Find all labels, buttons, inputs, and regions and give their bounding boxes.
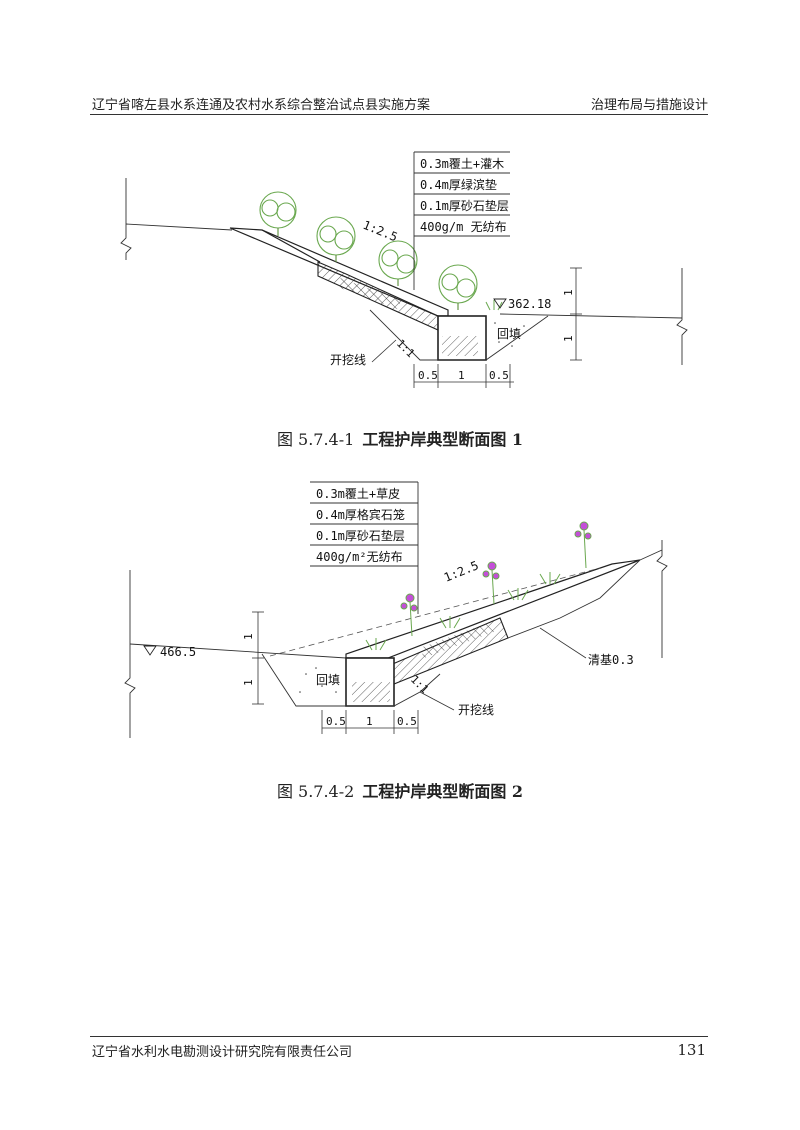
elevation-label: 362.18 bbox=[508, 297, 551, 311]
flower-icon bbox=[400, 593, 418, 637]
figure-2: 回填 0.3m覆土+草皮 0.4m厚格宾石笼 0.1m厚砂石垫层 400g/m²… bbox=[0, 478, 800, 748]
flower-icon bbox=[482, 561, 500, 605]
figure-2-caption: 图 5.7.4-2 工程护岸典型断面图 2 bbox=[0, 778, 800, 802]
ground-line-left bbox=[125, 223, 233, 231]
figure-1-number: 图 5.7.4-1 bbox=[276, 430, 355, 449]
elevation-label: 466.5 bbox=[160, 645, 196, 659]
flower-icon bbox=[574, 521, 592, 569]
excavation-leader bbox=[419, 691, 455, 711]
excavation-line-label: 开挖线 bbox=[458, 702, 494, 717]
shrub-icon bbox=[259, 191, 297, 236]
figure-2-drawing: 回填 0.3m覆土+草皮 0.4m厚格宾石笼 0.1m厚砂石垫层 400g/m²… bbox=[124, 481, 668, 738]
horizontal-dimension bbox=[321, 710, 419, 734]
shrub-icon bbox=[438, 264, 478, 310]
ground-line-top-right bbox=[639, 549, 663, 561]
horizontal-dimension bbox=[413, 364, 514, 388]
layer-table bbox=[413, 151, 510, 290]
excavation-line-label: 开挖线 bbox=[330, 352, 366, 367]
dim-center: 1 bbox=[366, 715, 373, 728]
excavation-outline bbox=[369, 309, 549, 361]
excavation-outline bbox=[261, 653, 441, 707]
excavation-slope-label: 1:1 bbox=[394, 337, 417, 360]
grass-icon bbox=[365, 572, 561, 651]
backfill-dots bbox=[299, 667, 337, 693]
dim-right: 0.5 bbox=[397, 715, 417, 728]
layer-label-2: 0.4m厚格宾石笼 bbox=[316, 507, 405, 522]
left-boundary bbox=[120, 178, 132, 260]
vertical-dim-lower: 1 bbox=[242, 679, 255, 686]
footer-rule bbox=[90, 1036, 708, 1037]
layer-label-4: 400g/m²无纺布 bbox=[316, 550, 403, 564]
footer-organization: 辽宁省水利水电勘测设计研究院有限责任公司 bbox=[92, 1045, 353, 1060]
backfill-dots bbox=[494, 322, 525, 347]
clearing-outline bbox=[507, 559, 641, 639]
header-document-title: 辽宁省喀左县水系连通及农村水系综合整治试点县实施方案 bbox=[92, 98, 431, 113]
slope-ratio-label: 1:2.5 bbox=[361, 218, 400, 245]
layer-label-1: 0.3m覆土+灌木 bbox=[420, 157, 504, 171]
excavation-leader bbox=[371, 339, 397, 363]
ground-line-right bbox=[499, 313, 683, 319]
dim-left: 0.5 bbox=[326, 715, 346, 728]
right-boundary bbox=[656, 540, 668, 658]
vertical-dimension bbox=[252, 611, 264, 705]
slope-ratio-label: 1:2.5 bbox=[442, 558, 481, 585]
toe-foundation bbox=[345, 657, 395, 707]
dim-left: 0.5 bbox=[418, 369, 438, 382]
water-level-icon bbox=[143, 645, 157, 656]
grass-icon bbox=[485, 300, 503, 311]
water-level-icon bbox=[493, 298, 507, 309]
shrub-icon bbox=[378, 240, 418, 286]
layer-label-3: 0.1m厚砂石垫层 bbox=[420, 198, 509, 213]
header-section-title: 治理布局与措施设计 bbox=[590, 98, 708, 113]
layer-table bbox=[310, 481, 419, 614]
toe-foundation bbox=[437, 315, 487, 361]
clearing-label: 清基0.3 bbox=[588, 653, 634, 667]
right-boundary bbox=[676, 268, 688, 365]
vertical-dim-upper: 1 bbox=[242, 633, 255, 640]
figure-2-title: 工程护岸典型断面图 2 bbox=[362, 782, 524, 801]
dim-right: 0.5 bbox=[489, 369, 509, 382]
ground-line-left bbox=[129, 643, 347, 659]
backfill-label: 回填 bbox=[497, 327, 521, 341]
figure-1-drawing: 回填 0.3m覆土+灌木 0.4m厚绿滨垫 0.1m厚砂石垫层 400g/m 无… bbox=[120, 151, 688, 388]
vertical-dim-upper: 1 bbox=[562, 289, 575, 296]
figure-1-title: 工程护岸典型断面图 1 bbox=[362, 430, 524, 449]
layer-label-1: 0.3m覆土+草皮 bbox=[316, 487, 400, 501]
layer-label-2: 0.4m厚绿滨垫 bbox=[420, 177, 497, 192]
backfill-label: 回填 bbox=[316, 673, 340, 687]
figure-1-caption: 图 5.7.4-1 工程护岸典型断面图 1 bbox=[0, 426, 800, 450]
layer-label-3: 0.1m厚砂石垫层 bbox=[316, 528, 405, 543]
figure-2-number: 图 5.7.4-2 bbox=[276, 782, 355, 801]
left-boundary bbox=[124, 570, 136, 738]
layer-label-4: 400g/m 无纺布 bbox=[420, 220, 507, 234]
dim-center: 1 bbox=[458, 369, 465, 382]
cushion-pad bbox=[317, 261, 439, 331]
header-rule bbox=[90, 114, 708, 115]
page-number: 131 bbox=[677, 1041, 706, 1059]
shrub-icon bbox=[316, 216, 356, 262]
clearing-leader bbox=[539, 627, 587, 659]
vertical-dimension bbox=[570, 267, 582, 361]
figure-1: 回填 0.3m覆土+灌木 0.4m厚绿滨垫 0.1m厚砂石垫层 400g/m 无… bbox=[0, 150, 800, 390]
vertical-dim-lower: 1 bbox=[562, 335, 575, 342]
